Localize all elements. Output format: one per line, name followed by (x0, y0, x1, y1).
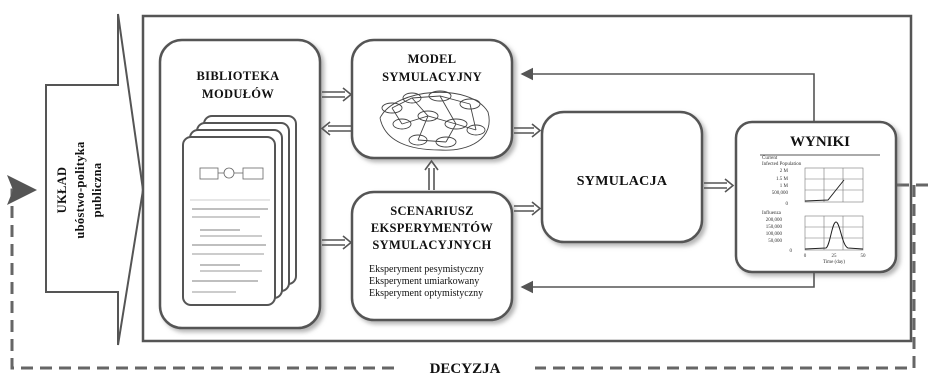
chart2-tick: 150,000 (766, 225, 783, 230)
x-tick: 50 (861, 254, 867, 259)
x-ticks: 0 25 50 (804, 254, 866, 259)
feedback-to-model (520, 67, 815, 122)
simulation-model: MODEL SYMULACYJNY (350, 38, 514, 160)
feedback-to-scenario (520, 272, 815, 294)
experiment-scenario: SCENARIUSZ EKSPERYMENTÓW SYMULACYJNYCH E… (350, 190, 514, 322)
scenario-item: Eksperyment umiarkowany (369, 276, 479, 287)
module-library: BIBLIOTEKA MODUŁÓW (158, 38, 322, 330)
chart2-tick: 0 (790, 249, 793, 254)
arrow-scenario-to-simulation (514, 201, 542, 216)
connectors (320, 87, 735, 250)
chart1-title: Current (762, 156, 778, 161)
decision-label: DECYZJA (430, 361, 501, 377)
scenario-item: Eksperyment optymistyczny (369, 288, 483, 299)
x-tick: 0 (804, 254, 807, 259)
chart1-tick: 500,000 (772, 191, 789, 196)
arrow-model-to-simulation (514, 123, 542, 138)
chart2-tick: 50,000 (768, 239, 782, 244)
arrow-scenario-to-model (424, 159, 439, 190)
library-title-line2: MODUŁÓW (202, 87, 274, 101)
model-title-line1: MODEL (408, 52, 457, 66)
chart1-y-ticks: 2 M 1.5 M 1 M 500,000 0 (772, 169, 789, 207)
chart2-tick: 100,000 (766, 232, 783, 237)
system-label-line1: UKŁAD (55, 167, 69, 214)
x-axis-label: Time (day) (823, 260, 846, 265)
outer-frame (141, 14, 913, 343)
chart1-tick: 2 M (780, 169, 789, 174)
results-panel: WYNIKI Current Infected Population 2 M 1… (734, 120, 898, 274)
simulation-block: SYMULACJA (540, 110, 704, 244)
chart2-y-ticks: 200,000 150,000 100,000 50,000 0 (766, 218, 793, 254)
causal-graph-thumbnail (379, 90, 490, 151)
chart1-series: Infected Population (762, 162, 802, 167)
simulation-label: SYMULACJA (577, 174, 668, 189)
chart2-plot (804, 215, 864, 251)
arrow-simulation-to-results (704, 178, 735, 193)
chart1-tick: 1.5 M (776, 177, 789, 182)
scenario-title-line3: SYMULACYJNYCH (372, 238, 491, 252)
module-preview (190, 167, 270, 293)
model-title-line2: SYMULACYJNY (382, 70, 482, 84)
system-label-line3: publiczna (90, 162, 104, 217)
decision-loop: DECYZJA (7, 175, 928, 378)
system-label-line2: ubóstwo-polityka (73, 141, 87, 239)
library-title-line1: BIBLIOTEKA (197, 69, 280, 83)
module-page (182, 136, 276, 306)
arrow-library-to-scenario (322, 235, 353, 250)
results-title: WYNIKI (790, 134, 850, 150)
arrow-library-to-model (322, 87, 353, 102)
scenario-item: Eksperyment pesymistyczny (369, 264, 484, 275)
system-arrow: UKŁAD ubóstwo-polityka publiczna (45, 13, 145, 346)
chart1-plot (804, 167, 864, 203)
x-tick: 25 (832, 254, 838, 259)
chart2-tick: 200,000 (766, 218, 783, 223)
feedback-lines (520, 67, 815, 294)
arrow-model-to-library (320, 121, 351, 136)
chart1-tick: 0 (786, 202, 789, 207)
chart2-series: Influenza (762, 211, 782, 216)
scenario-title-line2: EKSPERYMENTÓW (371, 221, 493, 235)
chart1-tick: 1 M (780, 184, 789, 189)
scenario-title-line1: SCENARIUSZ (390, 204, 474, 218)
